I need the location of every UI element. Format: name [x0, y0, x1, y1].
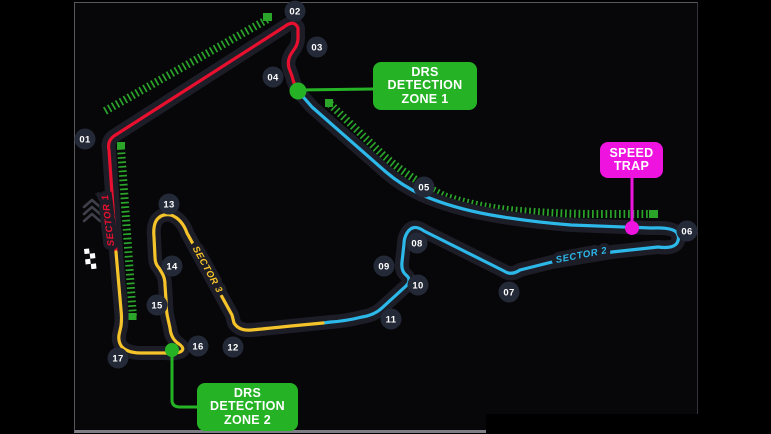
turn-badge: 11: [380, 308, 402, 330]
speed-trap-label: SPEED TRAP: [600, 142, 663, 178]
sector2-line: [296, 89, 681, 325]
svg-text:12: 12: [227, 342, 238, 353]
drs-detection-zone2-label: DRS DETECTION ZONE 2: [197, 383, 298, 431]
turn-badge: 12: [222, 336, 244, 358]
drs-zone-hatch-turn1-straight: [103, 13, 272, 115]
svg-text:09: 09: [378, 261, 389, 272]
sector3-line: [114, 213, 325, 355]
turn-badge: 14: [161, 255, 183, 277]
turn-badge: 17: [107, 347, 129, 369]
drs1-connector-line: [297, 87, 374, 92]
turn-badge: 07: [498, 281, 520, 303]
drs2-connector-line: [170, 351, 197, 409]
turn-badge: 04: [262, 66, 284, 88]
turn-badge: 16: [187, 335, 209, 357]
svg-text:04: 04: [267, 72, 279, 83]
drs-detection-dot-2: [165, 343, 179, 357]
turn-badges: 01 02 03 04 05 06 07 08 09 10 11 12 13 14 15 16 17: [74, 0, 698, 369]
svg-text:01: 01: [79, 134, 91, 145]
svg-text:02: 02: [289, 6, 300, 17]
start-finish-flag-icon: [84, 247, 97, 270]
sector3-label: SECTOR 3: [190, 244, 225, 295]
svg-text:17: 17: [112, 353, 123, 364]
svg-text:08: 08: [411, 238, 422, 249]
svg-text:13: 13: [163, 199, 174, 210]
sector1-line: [106, 21, 300, 254]
turn-badge: 08: [406, 232, 428, 254]
svg-text:05: 05: [418, 182, 430, 193]
turn-badge: 13: [158, 193, 180, 215]
turn-badge: 01: [74, 128, 96, 150]
direction-chevrons-icon: [82, 198, 102, 223]
svg-text:03: 03: [311, 42, 322, 53]
svg-text:07: 07: [503, 287, 514, 298]
turn-badge: 15: [146, 294, 168, 316]
turn-badge: 10: [407, 274, 429, 296]
turn-badge: 05: [413, 176, 435, 198]
turn-badge: 09: [373, 255, 395, 277]
drs-zone-hatch-back-straight: [325, 99, 658, 218]
speed-trap-dot: [625, 221, 639, 235]
svg-text:14: 14: [166, 261, 178, 272]
svg-text:15: 15: [151, 300, 163, 311]
svg-text:11: 11: [386, 314, 397, 325]
drs-zone-hatch-main-straight: [117, 142, 137, 320]
svg-text:16: 16: [192, 341, 203, 352]
drs-detection-dot-1: [289, 82, 307, 100]
svg-text:10: 10: [412, 280, 423, 291]
turn-badge: 03: [306, 36, 328, 58]
turn-badge: 02: [284, 0, 306, 22]
drs-detection-zone1-label: DRS DETECTION ZONE 1: [373, 62, 477, 110]
turn-badge: 06: [676, 220, 698, 242]
svg-text:06: 06: [681, 226, 692, 237]
